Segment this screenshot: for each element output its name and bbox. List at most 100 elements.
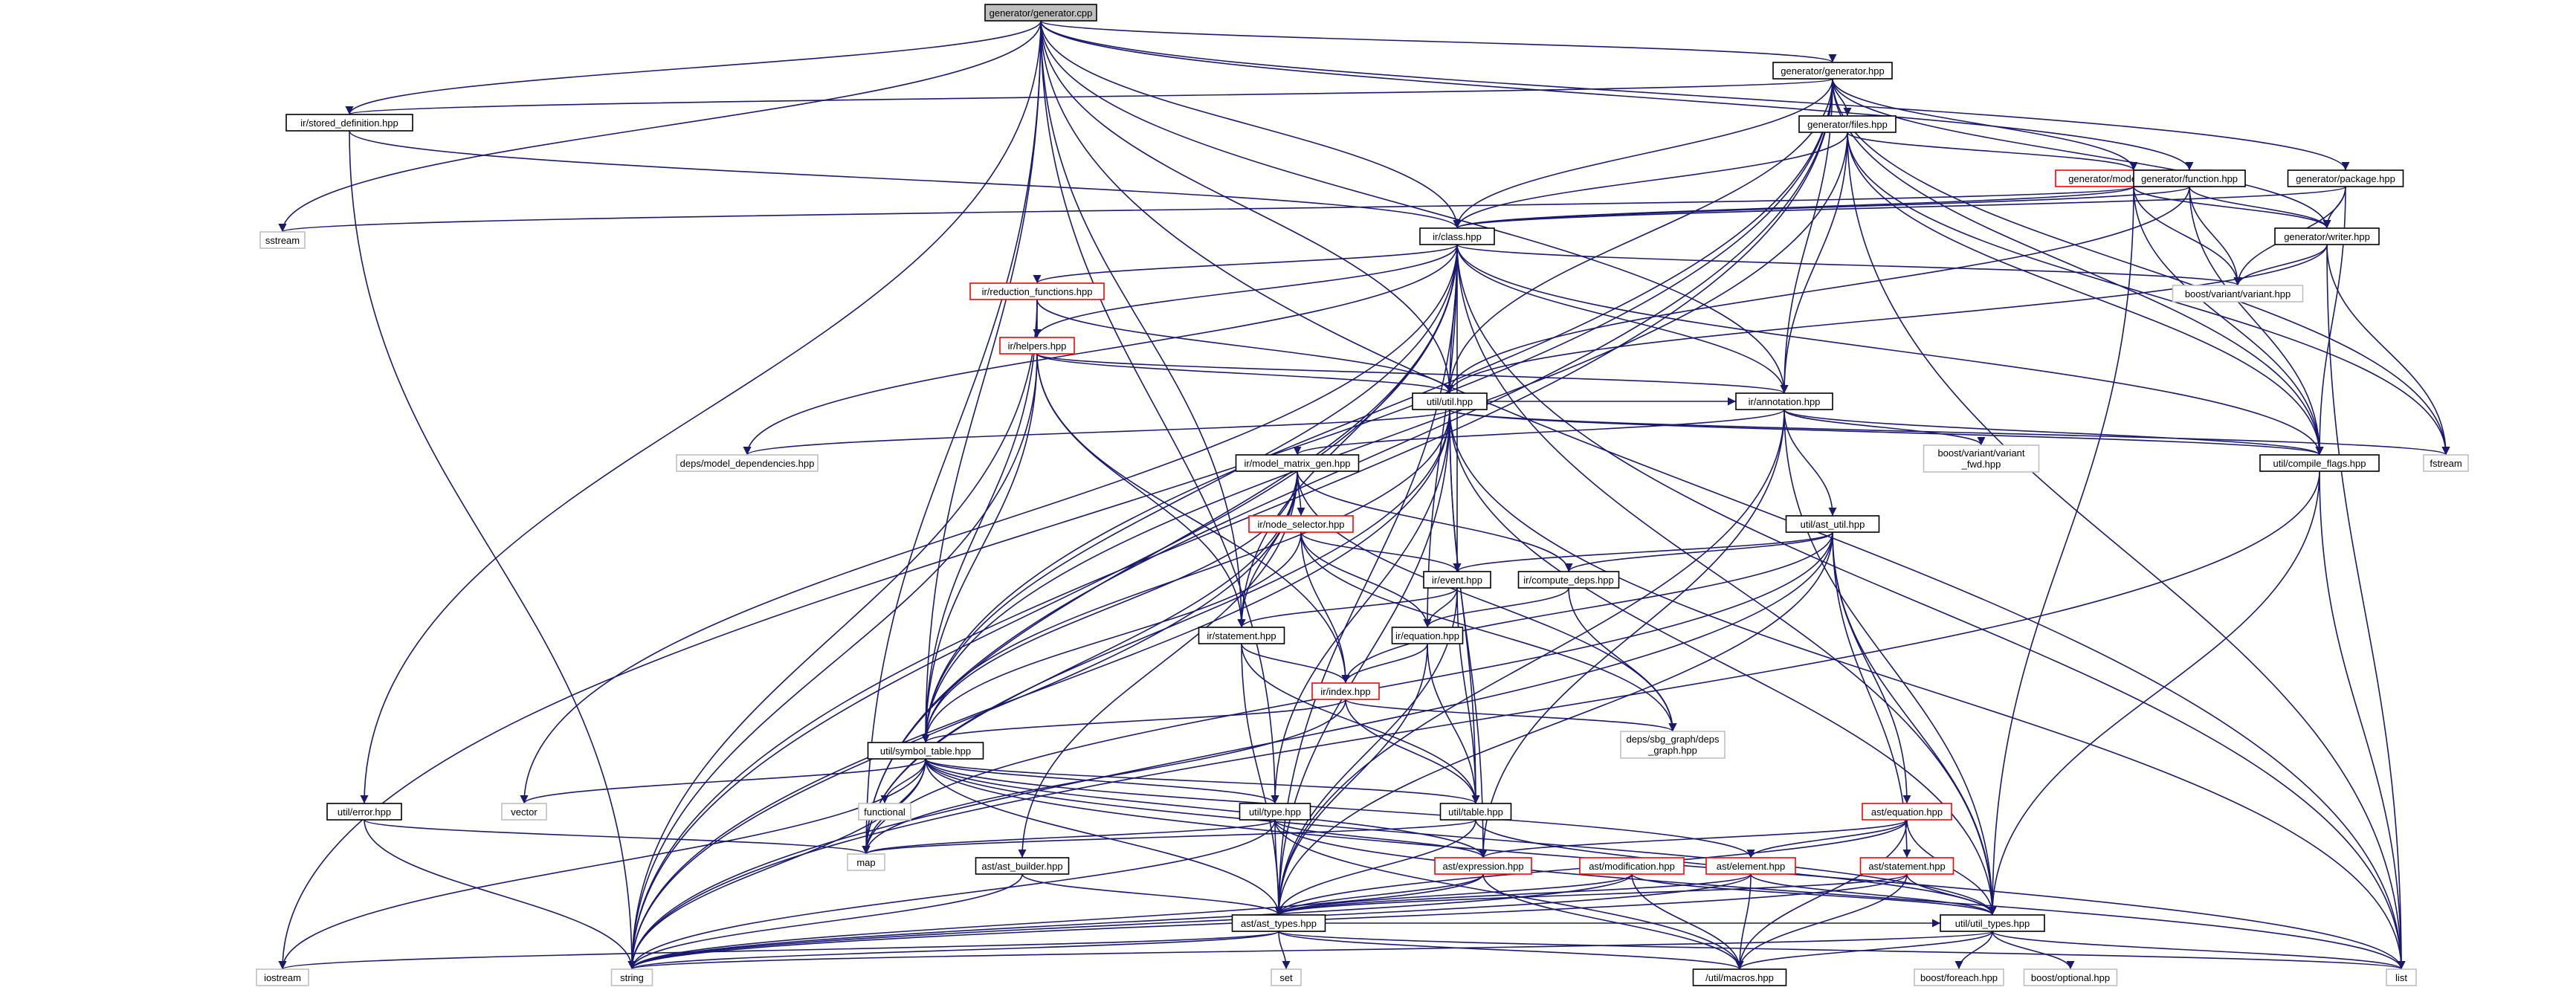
edge-compile-flags-to-util-types: [1988, 470, 2320, 916]
node-box: [1517, 571, 1620, 589]
node-package[interactable]: generator/package.hpp: [2287, 169, 2404, 187]
edge-ast-util-to-string: [627, 531, 1833, 970]
edge-symbol-table-to-iostream: [278, 758, 926, 970]
edge-class-to-list: [1456, 244, 2406, 970]
edge-gen-cpp-to-stored-def: [345, 20, 1042, 115]
edge-statement-to-index: [1241, 643, 1350, 684]
node-box: [1859, 857, 1954, 875]
edge-symbol-table-to-expression: [925, 758, 1488, 858]
node-box: [256, 968, 309, 986]
node-element[interactable]: ast/element.hpp: [1705, 857, 1796, 875]
node-event[interactable]: ir/event.hpp: [1423, 571, 1491, 589]
node-equation[interactable]: ir/equation.hpp: [1391, 627, 1464, 644]
node-map: map: [847, 853, 885, 871]
node-label: generator/files.hpp: [1807, 119, 1888, 130]
node-label: ir/event.hpp: [1432, 575, 1482, 586]
node-box: [867, 742, 984, 760]
node-ast-types[interactable]: ast/ast_types.hpp: [1231, 914, 1326, 932]
node-files[interactable]: generator/files.hpp: [1798, 115, 1897, 133]
edge-class-to-equation: [1423, 244, 1458, 628]
edge-model-inst-to-compile-flags: [2133, 186, 2324, 456]
node-box: [847, 853, 885, 871]
edge-ast-util-to-ast-types: [1274, 531, 1833, 916]
node-list: list: [2386, 968, 2417, 986]
node-compile-flags[interactable]: util/compile_flags.hpp: [2259, 454, 2380, 472]
edge-util-to-map: [862, 409, 1450, 855]
node-symbol-table[interactable]: util/symbol_table.hpp: [867, 742, 984, 760]
edge-gen-cpp-to-list: [1040, 20, 2406, 970]
edge-node-sel-to-event: [1300, 531, 1462, 572]
edge-gen-cpp-to-sstream: [278, 20, 1042, 233]
edge-gen-hpp-to-model-inst: [1832, 78, 2138, 171]
edge-gen-hpp-to-util: [1445, 78, 1833, 394]
node-box: [1231, 914, 1326, 932]
edge-files-to-symbol-table: [921, 132, 1848, 743]
edge-expression-to-macros: [1482, 873, 1744, 970]
node-label: ir/annotation.hpp: [1749, 396, 1821, 407]
node-box: [1434, 857, 1532, 875]
node-reduction[interactable]: ir/reduction_functions.hpp: [969, 282, 1105, 300]
edge-index-to-symbol-table: [921, 699, 1346, 743]
node-label: boost/foreach.hpp: [1920, 972, 1998, 983]
edge-stored-def-to-class: [349, 130, 1462, 229]
edge-class-to-annotation: [1456, 244, 1789, 394]
node-stored-def[interactable]: ir/stored_definition.hpp: [285, 114, 413, 132]
node-util-types[interactable]: util/util_types.hpp: [1940, 914, 2045, 932]
node-ast-statement[interactable]: ast/statement.hpp: [1859, 857, 1954, 875]
node-box: [1198, 627, 1285, 644]
edge-util-to-fstream: [1449, 409, 2450, 456]
edge-compute-deps-to-equation: [1423, 587, 1569, 628]
node-node-sel[interactable]: ir/node_selector.hpp: [1248, 515, 1354, 533]
edge-util-to-util-types: [1449, 409, 1997, 916]
node-expression[interactable]: ast/expression.hpp: [1434, 857, 1532, 875]
node-function[interactable]: generator/function.hpp: [2133, 169, 2246, 187]
node-class[interactable]: ir/class.hpp: [1419, 227, 1495, 245]
node-type[interactable]: util/type.hpp: [1239, 803, 1311, 821]
node-label: util/util.hpp: [1427, 396, 1473, 407]
node-ast-builder[interactable]: ast/ast_builder.hpp: [975, 857, 1070, 875]
node-label: ir/reduction_functions.hpp: [982, 286, 1093, 297]
node-modification[interactable]: ast/modification.hpp: [1579, 857, 1685, 875]
node-sbg: deps/sbg_graph/deps_graph.hpp: [1620, 731, 1726, 759]
node-foreach: boost/foreach.hpp: [1914, 968, 2004, 986]
edge-type-to-map: [862, 819, 1276, 855]
node-macros[interactable]: /util/macros.hpp: [1692, 968, 1787, 986]
edge-matrix-gen-to-string: [627, 470, 1298, 970]
edge-util-types-to-string: [628, 931, 1993, 970]
node-matrix-gen[interactable]: ir/model_matrix_gen.hpp: [1235, 454, 1360, 472]
node-label: deps/sbg_graph/deps: [1626, 734, 1720, 745]
edge-annotation-to-matrix-gen: [1293, 409, 1785, 456]
edge-function-to-class: [1453, 186, 2190, 229]
node-ast-equation[interactable]: ast/equation.hpp: [1862, 803, 1952, 821]
node-ast-util[interactable]: util/ast_util.hpp: [1785, 515, 1880, 533]
node-util[interactable]: util/util.hpp: [1412, 392, 1488, 410]
node-index[interactable]: ir/index.hpp: [1311, 682, 1380, 700]
node-label: string: [620, 972, 644, 983]
edge-util-to-string: [627, 409, 1450, 970]
edge-modification-to-macros: [1631, 873, 1744, 970]
node-box: [610, 968, 653, 986]
node-compute-deps[interactable]: ir/compute_deps.hpp: [1517, 571, 1620, 589]
node-box: [969, 282, 1105, 300]
node-table[interactable]: util/table.hpp: [1439, 803, 1512, 821]
node-iostream: iostream: [256, 968, 309, 986]
node-statement[interactable]: ir/statement.hpp: [1198, 627, 1285, 644]
edge-class-to-reduction: [1033, 244, 1458, 284]
node-label: ast/equation.hpp: [1871, 806, 1943, 818]
edge-element-to-macros: [1735, 873, 1752, 970]
edge-gen-hpp-to-compile-flags: [1832, 78, 2324, 456]
node-label: ir/index.hpp: [1320, 686, 1370, 697]
node-layer: generator/generator.cppgenerator/generat…: [256, 4, 2469, 986]
node-gen-hpp[interactable]: generator/generator.hpp: [1772, 62, 1893, 80]
edge-element-to-string: [627, 873, 1752, 970]
node-label: deps/model_dependencies.hpp: [680, 458, 815, 469]
edge-error-to-map: [364, 819, 871, 855]
node-box: [1914, 968, 2004, 986]
edge-error-to-string: [364, 819, 636, 970]
node-error[interactable]: util/error.hpp: [326, 803, 402, 821]
node-helpers[interactable]: ir/helpers.hpp: [999, 337, 1075, 355]
node-box: [999, 337, 1075, 355]
node-writer[interactable]: generator/writer.hpp: [2274, 227, 2380, 245]
edge-util-to-symbol-table: [921, 409, 1450, 743]
node-annotation[interactable]: ir/annotation.hpp: [1735, 392, 1833, 410]
